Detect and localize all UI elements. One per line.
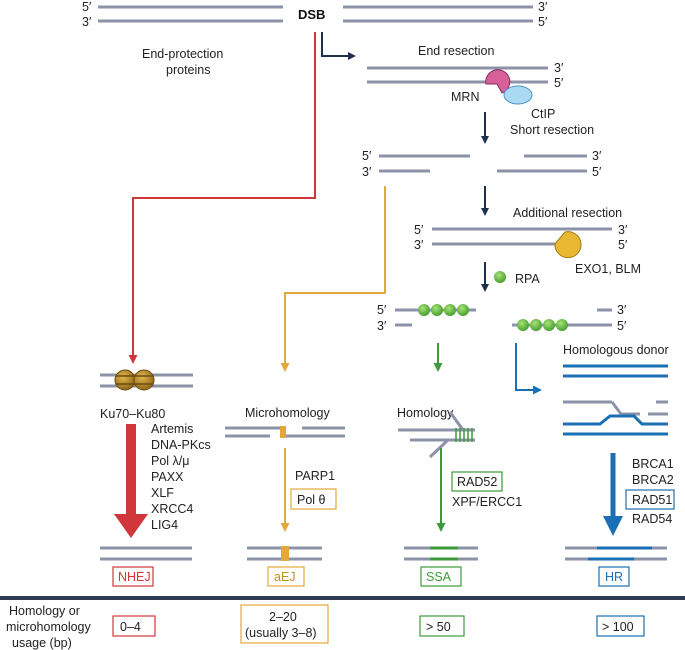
nhej-thick-arrowhead [114, 514, 148, 538]
footer-line1: Homology or [9, 604, 80, 618]
dsb-label: DSB [298, 7, 325, 22]
aej-product-dna [247, 546, 322, 561]
mrn-label: MRN [451, 90, 479, 104]
pol-theta-label: Pol θ [297, 493, 326, 507]
ar-five: 5′ [414, 223, 424, 237]
hr-product-dna [565, 546, 667, 561]
end-protection-line1: End-protection [142, 47, 223, 61]
nhej-usage: 0–4 [120, 620, 141, 634]
dsb-to-resection-arrow [321, 32, 356, 60]
er-five-prime: 5′ [554, 76, 564, 90]
ar-five-right: 5′ [618, 238, 628, 252]
nhej-factor: Artemis [151, 422, 193, 436]
nhej-path-arrow [128, 32, 316, 364]
additional-resection-title: Additional resection [513, 206, 622, 220]
homology-annealed-dna [398, 411, 475, 459]
rpa-right-five: 5′ [617, 319, 627, 333]
rad51-label: RAD51 [632, 493, 672, 507]
brca1-label: BRCA1 [632, 457, 674, 471]
hr-thick-arrowhead [603, 516, 623, 536]
mrn-complex-icon [485, 69, 511, 94]
pol-theta-box [290, 488, 337, 510]
rpa-left-three: 3′ [377, 319, 387, 333]
nhej-label-box [112, 566, 154, 587]
end-resection-dna: 3′ 5′ [367, 61, 564, 90]
nhej-product-dna [100, 546, 192, 561]
microhomology-title: Microhomology [245, 406, 331, 420]
brca2-label: BRCA2 [632, 473, 674, 487]
hr-path-arrow [515, 343, 542, 395]
footer-line3: usage (bp) [12, 636, 72, 650]
rpa-bound-left [418, 304, 469, 316]
sr-right-three: 3′ [592, 149, 602, 163]
sr-left-five: 5′ [362, 149, 372, 163]
dsb-left-five-prime: 5′ [82, 0, 92, 14]
ar-three: 3′ [414, 238, 424, 252]
dsb-right-three-prime: 3′ [538, 0, 548, 14]
ctip-protein-icon [503, 85, 533, 105]
hr-usage: > 100 [602, 620, 634, 634]
sr-right-five: 5′ [592, 165, 602, 179]
nhej-factor: Pol λ/μ [151, 454, 189, 468]
rpa-right-three: 3′ [617, 303, 627, 317]
rad52-box [451, 471, 503, 492]
aej-usage-line2: (usually 3–8) [245, 626, 317, 640]
ssa-usage-box [419, 615, 465, 637]
additional-resection-dna: 5′ 3′ 3′ 5′ [414, 223, 628, 252]
short-resection-dna: 5′ 3′ 3′ 5′ [362, 149, 602, 179]
sr-left-three: 3′ [362, 165, 372, 179]
er-three-prime: 3′ [554, 61, 564, 75]
aej-label: aEJ [274, 570, 296, 584]
rad51-box [625, 489, 675, 510]
dsb-dna: 5′ 3′ 3′ 5′ DSB [82, 0, 548, 29]
nhej-factor: PAXX [151, 470, 184, 484]
hr-label: HR [605, 570, 623, 584]
rad52-label: RAD52 [457, 475, 497, 489]
dsb-left-three-prime: 3′ [82, 15, 92, 29]
aej-usage-box [240, 604, 329, 644]
ctip-label: CtIP [531, 107, 555, 121]
ar-three-right: 3′ [618, 223, 628, 237]
rpa-left-five: 5′ [377, 303, 387, 317]
nhej-factor: XLF [151, 486, 174, 500]
rad54-label: RAD54 [632, 512, 672, 526]
d-loop-structure [563, 400, 668, 436]
nhej-factor: LIG4 [151, 518, 178, 532]
homologous-donor-dna [563, 364, 668, 378]
nhej-factor: XRCC4 [151, 502, 193, 516]
rpa-protein-icon [494, 271, 506, 283]
microhomology-dna [225, 426, 345, 438]
nhej-factor: DNA-PKcs [151, 438, 211, 452]
ssa-usage: > 50 [426, 620, 451, 634]
ku70-ku80-label: Ku70–Ku80 [100, 407, 165, 421]
short-resection-title: Short resection [510, 123, 594, 137]
aej-path-arrow [280, 186, 386, 372]
ssa-product-dna [404, 546, 478, 561]
aej-usage-line1: 2–20 [269, 610, 297, 624]
footer-line2: microhomology [6, 620, 92, 634]
hr-usage-box [596, 615, 645, 637]
ku70-ku80-icon [114, 369, 155, 391]
hr-label-box [598, 566, 630, 587]
nhej-usage-box [112, 615, 156, 637]
rpa-label: RPA [515, 272, 540, 286]
footer-divider [0, 596, 685, 600]
rpa-coated-dna: 5′ 3′ 3′ 5′ [377, 303, 627, 333]
aej-label-box [267, 566, 305, 587]
rpa-bound-right [517, 319, 568, 331]
end-resection-title: End resection [418, 44, 494, 58]
exo1-blm-label: EXO1, BLM [575, 262, 641, 276]
dsb-right-five-prime: 5′ [538, 15, 548, 29]
nhej-label: NHEJ [118, 570, 151, 584]
ssa-label: SSA [426, 570, 452, 584]
ssa-label-box [420, 566, 462, 587]
homology-title: Homology [397, 406, 454, 420]
end-protection-line2: proteins [166, 63, 210, 77]
exo1-blm-icon [554, 231, 582, 259]
nhej-factors: Artemis DNA-PKcs Pol λ/μ PAXX XLF XRCC4 … [151, 422, 211, 532]
xpf-ercc1-label: XPF/ERCC1 [452, 495, 522, 509]
homologous-donor-title: Homologous donor [563, 343, 669, 357]
parp1-label: PARP1 [295, 469, 335, 483]
